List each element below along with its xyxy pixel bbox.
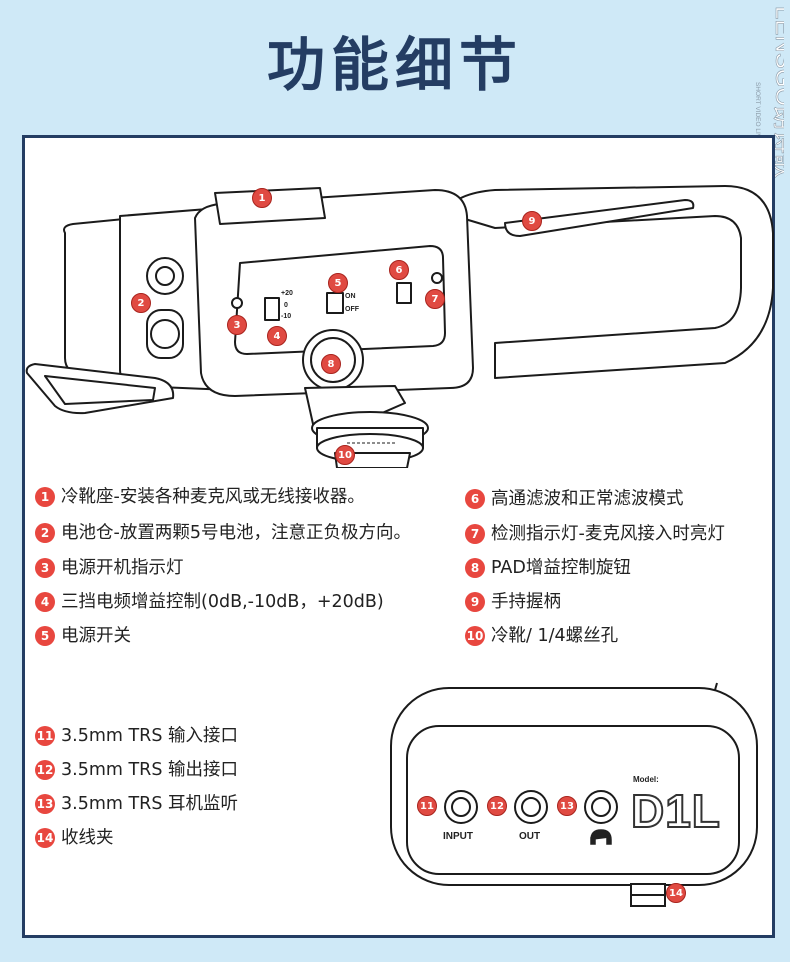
badge-14: 14 [666, 883, 686, 903]
feature-item: 9 手持握柄 [465, 591, 561, 613]
feature-item: 13 3.5mm TRS 耳机监听 [35, 793, 238, 815]
feature-item: 11 3.5mm TRS 输入接口 [35, 725, 238, 747]
feature-text: 手持握柄 [491, 592, 561, 612]
feature-item: 4 三挡电频增益控制(0dB,-10dB，+20dB) [35, 591, 384, 613]
feature-number: 9 [465, 592, 485, 612]
feature-number: 8 [465, 558, 485, 578]
badge-8: 8 [321, 354, 341, 374]
feature-text: PAD增益控制旋钮 [491, 558, 631, 578]
feature-text: 3.5mm TRS 耳机监听 [61, 794, 239, 814]
feature-number: 13 [35, 794, 55, 814]
feature-text: 电池仓-放置两颗5号电池，注意正负极方向。 [61, 523, 411, 543]
feature-text: 三挡电频增益控制(0dB,-10dB，+20dB) [61, 592, 384, 612]
feature-item: 2 电池仓-放置两颗5号电池，注意正负极方向。 [35, 522, 411, 544]
feature-number: 7 [465, 524, 485, 544]
feature-number: 12 [35, 760, 55, 780]
feature-item: 3 电源开机指示灯 [35, 557, 184, 579]
feature-number: 1 [35, 487, 55, 507]
feature-item: 8 PAD增益控制旋钮 [465, 557, 631, 579]
feature-number: 11 [35, 726, 55, 746]
input-jack-label: INPUT [443, 831, 473, 842]
feature-text: 高通滤波和正常滤波模式 [491, 489, 684, 509]
feature-text: 检测指示灯-麦克风接入时亮灯 [491, 524, 725, 544]
feature-text: 3.5mm TRS 输入接口 [61, 726, 239, 746]
badge-10: 10 [335, 445, 355, 465]
feature-item: 7 检测指示灯-麦克风接入时亮灯 [465, 523, 725, 545]
feature-number: 2 [35, 523, 55, 543]
badge-2: 2 [131, 293, 151, 313]
feature-number: 14 [35, 828, 55, 848]
model-label: Model: [633, 775, 659, 784]
out-jack-label: OUT [519, 831, 541, 842]
feature-text: 冷靴座-安装各种麦克风或无线接收器。 [61, 487, 365, 507]
badge-3: 3 [227, 315, 247, 335]
gain-switch-label-0: 0 [284, 302, 288, 309]
feature-number: 6 [465, 489, 485, 509]
gain-switch-label-minus10: -10 [281, 313, 292, 320]
feature-item: 12 3.5mm TRS 输出接口 [35, 759, 238, 781]
gain-switch-label-plus20: +20 [281, 290, 293, 297]
feature-text: 电源开机指示灯 [61, 558, 184, 578]
device-top-illustration [25, 185, 774, 468]
badge-9: 9 [522, 211, 542, 231]
feature-number: 5 [35, 626, 55, 646]
feature-panel: +20 0 -10 ON OFF 1 2 3 4 5 6 7 8 9 10 1 … [22, 135, 775, 938]
badge-12: 12 [487, 796, 507, 816]
badge-6: 6 [389, 260, 409, 280]
badge-4: 4 [267, 326, 287, 346]
feature-number: 4 [35, 592, 55, 612]
feature-text: 电源开关 [61, 626, 131, 646]
feature-item: 1 冷靴座-安装各种麦克风或无线接收器。 [35, 486, 365, 508]
feature-item: 14 收线夹 [35, 827, 114, 849]
badge-1: 1 [252, 188, 272, 208]
feature-text: 收线夹 [61, 828, 114, 848]
badge-5: 5 [328, 273, 348, 293]
badge-13: 13 [557, 796, 577, 816]
svg-text:SHORT VIDEO LIVE BROADCAST: SHORT VIDEO LIVE BROADCAST [754, 82, 761, 185]
feature-item: 5 电源开关 [35, 625, 131, 647]
page-title: 功能细节 [266, 31, 523, 99]
feature-text: 冷靴/ 1/4螺丝孔 [491, 626, 619, 646]
feature-item: 10 冷靴/ 1/4螺丝孔 [465, 625, 618, 647]
feature-text: 3.5mm TRS 输出接口 [61, 760, 239, 780]
feature-number: 3 [35, 558, 55, 578]
feature-item: 6 高通滤波和正常滤波模式 [465, 488, 684, 510]
feature-number: 10 [465, 626, 485, 646]
badge-11: 11 [417, 796, 437, 816]
power-switch-label-on: ON [345, 293, 356, 300]
power-switch-label-off: OFF [345, 306, 359, 313]
model-name: D1L [630, 784, 721, 838]
badge-7: 7 [425, 289, 445, 309]
